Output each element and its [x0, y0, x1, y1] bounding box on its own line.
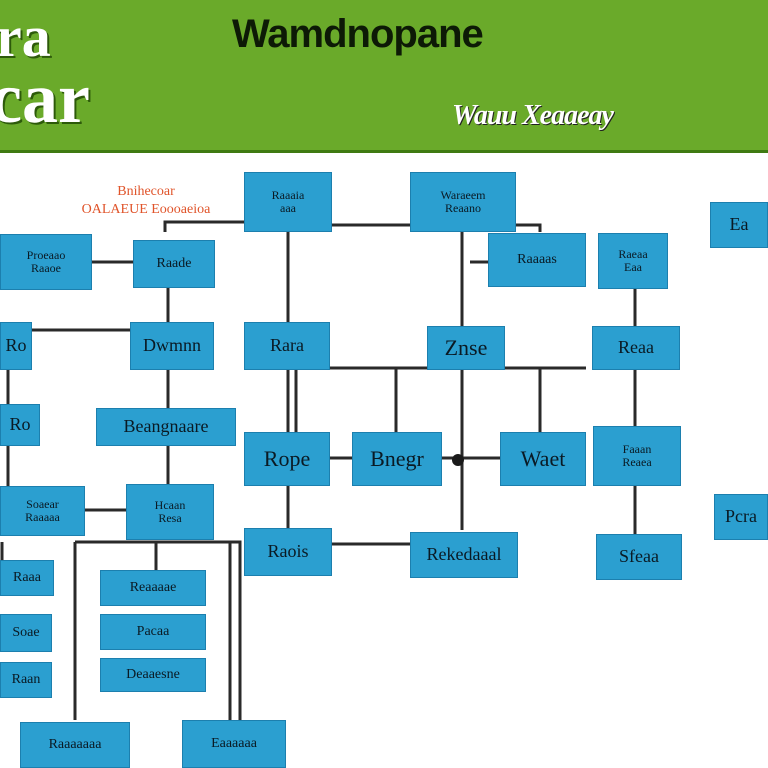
node-label: Pacaa: [136, 624, 170, 640]
node-col2-6[interactable]: Pacaa: [100, 614, 206, 650]
node-col4-4[interactable]: Rekedaaal: [410, 532, 518, 578]
junction-dot: [452, 454, 464, 466]
node-label: Raeaa Eaa: [618, 246, 648, 274]
node-left-7[interactable]: Raan: [0, 662, 52, 698]
node-label: Soaear Raaaaa: [25, 496, 60, 524]
node-left-6[interactable]: Soae: [0, 614, 52, 652]
node-col2-1[interactable]: Raade: [133, 240, 215, 288]
node-label: Rope: [263, 445, 311, 471]
node-col5-4[interactable]: Sfeaa: [596, 534, 682, 580]
node-label: Beangnaare: [123, 416, 209, 437]
node-label: Deaaesne: [126, 667, 180, 683]
node-label: Dwmnn: [143, 335, 201, 356]
node-left-1[interactable]: Proeaao Raaoe: [0, 234, 92, 290]
node-left-4[interactable]: Soaear Raaaaa: [0, 486, 85, 536]
node-label: Znse: [444, 334, 488, 360]
logo-line-2: car: [0, 58, 90, 138]
diagram-annotation: Bnihecoar OALAEUE Eoooaeioa: [81, 184, 211, 217]
banner-subtitle: Wauu Xeaaeay: [452, 100, 614, 131]
node-label: Waraeem Reaano: [440, 187, 486, 215]
node-top-center[interactable]: Raaaia aaa: [244, 172, 332, 232]
node-far-right-top[interactable]: Ea: [710, 202, 768, 248]
node-col5-1[interactable]: Raeaa Eaa: [598, 233, 668, 289]
node-col2-5[interactable]: Reaaaae: [100, 570, 206, 606]
node-col5-2[interactable]: Reaa: [592, 326, 680, 370]
node-label: Pcra: [725, 506, 757, 527]
node-label: Soae: [12, 625, 40, 641]
node-col5-3[interactable]: Faaan Reaea: [593, 426, 681, 486]
node-label: Reaa: [618, 337, 654, 358]
node-col2-2[interactable]: Dwmnn: [130, 322, 214, 370]
node-label: Ea: [729, 214, 749, 235]
node-label: Sfeaa: [619, 546, 659, 567]
node-label: Rekedaaal: [426, 544, 502, 565]
node-col3b-3[interactable]: Bnegr: [352, 432, 442, 486]
node-label: Reaaaae: [129, 580, 177, 596]
header-banner: ra car Wamdnopane Wauu Xeaaeay: [0, 0, 768, 153]
logo-line-1: ra: [0, 4, 51, 69]
node-label: Raade: [156, 256, 192, 272]
node-label: Waet: [520, 445, 566, 471]
node-label: Raaaas: [517, 252, 557, 268]
node-col2-4[interactable]: Hcaan Resa: [126, 484, 214, 540]
node-label: Raaa: [13, 570, 41, 586]
node-label: Hcaan Resa: [154, 497, 186, 525]
node-left-5[interactable]: Raaa: [0, 560, 54, 596]
node-label: Ro: [9, 414, 31, 435]
node-label: Raan: [11, 672, 41, 688]
node-top-right[interactable]: Waraeem Reaano: [410, 172, 516, 232]
node-col2-7[interactable]: Deaaesne: [100, 658, 206, 692]
node-label: Bnegr: [370, 445, 424, 471]
node-col3-2[interactable]: Rara: [244, 322, 330, 370]
node-col2-3[interactable]: Beangnaare: [96, 408, 236, 446]
node-label: Proeaao Raaoe: [26, 247, 66, 275]
node-col4-1[interactable]: Raaaas: [488, 233, 586, 287]
node-label: Eaaaaaa: [211, 736, 257, 752]
node-left-2[interactable]: Ro: [0, 322, 32, 370]
node-label: Raaaaaaa: [48, 737, 102, 753]
node-bottom-2[interactable]: Eaaaaaa: [182, 720, 286, 768]
node-label: Faaan Reaea: [622, 441, 652, 469]
node-far-right-mid[interactable]: Pcra: [714, 494, 768, 540]
banner-title: Wamdnopane: [232, 12, 484, 56]
node-label: Raois: [267, 541, 309, 562]
node-bottom-1[interactable]: Raaaaaaa: [20, 722, 130, 768]
node-col4-3[interactable]: Waet: [500, 432, 586, 486]
node-label: Rara: [270, 335, 304, 356]
node-label: Ro: [5, 335, 27, 356]
node-col4-2[interactable]: Znse: [427, 326, 505, 370]
node-left-3[interactable]: Ro: [0, 404, 40, 446]
node-label: Raaaia aaa: [271, 187, 305, 215]
node-col3-4[interactable]: Raois: [244, 528, 332, 576]
node-col3-3[interactable]: Rope: [244, 432, 330, 486]
